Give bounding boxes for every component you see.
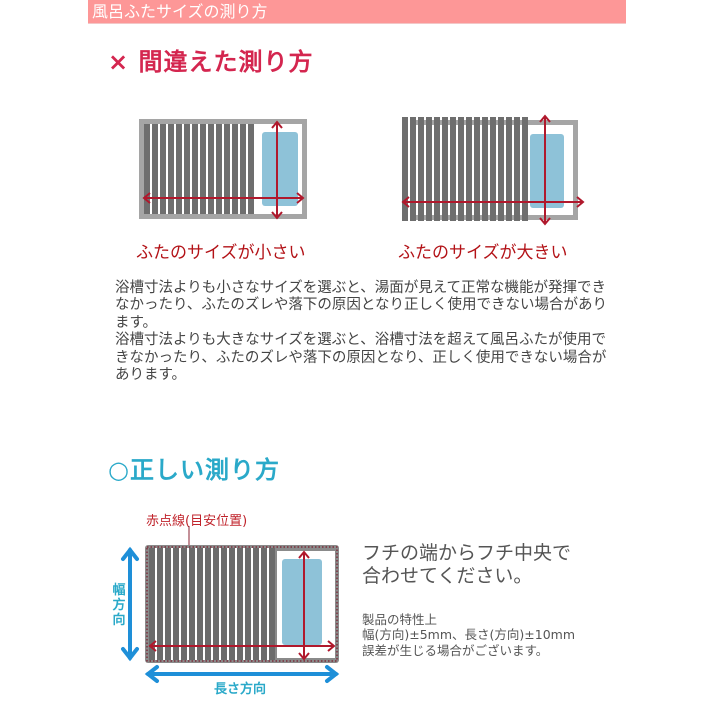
diagram-correct-measurement — [121, 526, 340, 683]
tolerance-line-2: 幅(方向)±5mm、長さ(方向)±10mm — [362, 627, 576, 643]
instruction-line-2: 合わせてください。 — [362, 565, 533, 587]
explanation-too-small: 浴槽寸法よりも小さなサイズを選ぶと、湯面が見えて正常な機能が発揮できなかったり、… — [115, 280, 607, 331]
length-direction-label: 長さ方向 — [214, 682, 267, 697]
diagram-lid-too-small — [139, 119, 307, 220]
instruction-line-1: フチの端からフチ中央で — [362, 542, 572, 564]
correct-method-title: ○正しい測り方 — [108, 456, 280, 484]
tolerance-line-1: 製品の特性上 — [362, 612, 438, 627]
red-dotted-line-label: 赤点線(目安位置) — [146, 514, 248, 529]
width-direction-label: 幅方向 — [112, 583, 126, 628]
caption-lid-too-large: ふたのサイズが大きい — [398, 243, 568, 263]
explanation-text: 浴槽寸法よりも小さなサイズを選ぶと、湯面が見えて正常な機能が発揮できなかったり、… — [115, 280, 615, 384]
wrong-method-title: × 間違えた測り方 — [108, 48, 314, 76]
tolerance-line-3: 誤差が生じる場合がございます。 — [362, 642, 549, 658]
header-title: 風呂ふたサイズの測り方 — [92, 2, 268, 21]
tolerance-note: 製品の特性上 幅(方向)±5mm、長さ(方向)±10mm 誤差が生じる場合がござ… — [362, 612, 575, 658]
page-header: 風呂ふたサイズの測り方 — [88, 0, 626, 24]
explanation-too-large: 浴槽寸法よりも大きなサイズを選ぶと、浴槽寸法を超えて風呂ふたが使用できなかったり… — [115, 332, 607, 384]
instruction-text: フチの端からフチ中央で 合わせてください。 — [362, 542, 571, 588]
caption-lid-too-small: ふたのサイズが小さい — [136, 243, 306, 263]
diagram-lid-too-large — [401, 114, 585, 226]
